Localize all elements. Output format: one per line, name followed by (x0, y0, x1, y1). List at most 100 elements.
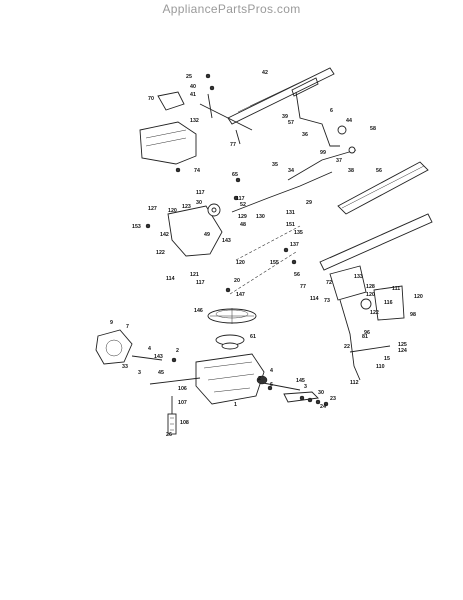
part-label: 151 (286, 222, 295, 228)
part-label: 22 (344, 344, 350, 350)
part-label: 74 (194, 168, 200, 174)
part-label: 153 (132, 224, 141, 230)
part-label: 116 (384, 300, 393, 306)
part-label: 25 (186, 74, 192, 80)
idler-bracket (167, 203, 223, 257)
part-label: 29 (306, 200, 312, 206)
part-label: 4 (270, 368, 273, 374)
hardware-cluster (299, 395, 329, 407)
part-label: 37 (336, 158, 342, 164)
part-label: 99 (320, 150, 326, 156)
part-label: 23 (330, 396, 336, 402)
part-label: 41 (190, 92, 196, 98)
part-label: 26 (166, 432, 172, 438)
part-label: 77 (300, 284, 306, 290)
part-label: 77 (230, 142, 236, 148)
part-label: 122 (370, 310, 379, 316)
part-label: 122 (156, 250, 165, 256)
part-label: 52 (240, 202, 246, 208)
part-label: 24 (320, 404, 326, 410)
part-label: 4 (148, 346, 151, 352)
part-label: 110 (376, 364, 385, 370)
part-label: 125 (398, 342, 407, 348)
part-label: 120 (168, 208, 177, 214)
part-label: 123 (182, 204, 191, 210)
part-label: 39 (282, 114, 288, 120)
part-label: 142 (160, 232, 169, 238)
part-label: 3 (304, 384, 307, 390)
part-label: 145 (296, 378, 305, 384)
part-label: 106 (178, 386, 187, 392)
part-label: 6 (330, 108, 333, 114)
part-label: 33 (122, 364, 128, 370)
part-label: 2 (258, 376, 261, 382)
part-label: 121 (190, 272, 199, 278)
part-label: 70 (148, 96, 154, 102)
part-label: 143 (154, 354, 163, 360)
part-label: 45 (158, 370, 164, 376)
part-label: 30 (196, 200, 202, 206)
part-label: 35 (272, 162, 278, 168)
part-labels: 25 40 41 42 70 132 77 74 39 57 6 44 58 3… (110, 70, 423, 438)
part-label: 56 (376, 168, 382, 174)
part-label: 2 (176, 348, 179, 354)
tension-spring (229, 225, 301, 295)
axle-rod (167, 396, 177, 435)
part-label: 30 (318, 390, 324, 396)
upper-frame-rail (227, 67, 335, 125)
part-label: 117 (196, 280, 205, 286)
part-label: 98 (410, 312, 416, 318)
part-label: 107 (178, 400, 187, 406)
part-label: 36 (302, 132, 308, 138)
part-label: 124 (398, 348, 407, 354)
part-label: 81 (362, 334, 368, 340)
part-label: 147 (236, 292, 245, 298)
part-label: 114 (166, 276, 175, 282)
part-label: 38 (348, 168, 354, 174)
part-label: 133 (354, 274, 363, 280)
transaxle-pulley (215, 334, 245, 350)
transaxle (149, 353, 301, 405)
part-label: 131 (286, 210, 295, 216)
part-label: 61 (250, 334, 256, 340)
brake-assembly (95, 329, 163, 365)
shift-lever-assembly (199, 91, 357, 213)
part-label: 146 (194, 308, 203, 314)
part-label: 137 (290, 242, 299, 248)
part-label: 120 (236, 260, 245, 266)
part-label: 111 (392, 286, 400, 292)
part-label: 72 (326, 280, 332, 286)
part-label: 130 (256, 214, 265, 220)
part-label: 143 (222, 238, 231, 244)
part-label: 3 (138, 370, 141, 376)
watermark: AppliancePartsPros.com (162, 2, 301, 16)
part-label: 129 (238, 214, 247, 220)
part-label: 56 (294, 272, 300, 278)
part-label: 15 (384, 356, 390, 362)
part-label: 73 (324, 298, 330, 304)
part-label: 135 (294, 230, 303, 236)
bracket-70 (157, 91, 185, 111)
part-label: 7 (126, 324, 129, 330)
right-linkage (283, 265, 405, 403)
part-label: 40 (190, 84, 196, 90)
part-label: 96 (364, 330, 370, 336)
fasteners (145, 73, 297, 391)
fan-pulley (207, 308, 257, 324)
part-label: 132 (190, 118, 199, 124)
part-label: 112 (350, 380, 359, 386)
part-label: 48 (240, 222, 246, 228)
part-label: 65 (232, 172, 238, 178)
part-label: 117 (196, 190, 205, 196)
part-label: 114 (310, 296, 319, 302)
part-label: 58 (370, 126, 376, 132)
part-label: 128 (366, 284, 375, 290)
part-label: 34 (288, 168, 294, 174)
part-label: 108 (180, 420, 189, 426)
part-label: 117 (236, 196, 245, 202)
part-label: 155 (270, 260, 279, 266)
part-label: 1 (234, 402, 237, 408)
part-label: 120 (366, 292, 375, 298)
part-label: 127 (148, 206, 157, 212)
